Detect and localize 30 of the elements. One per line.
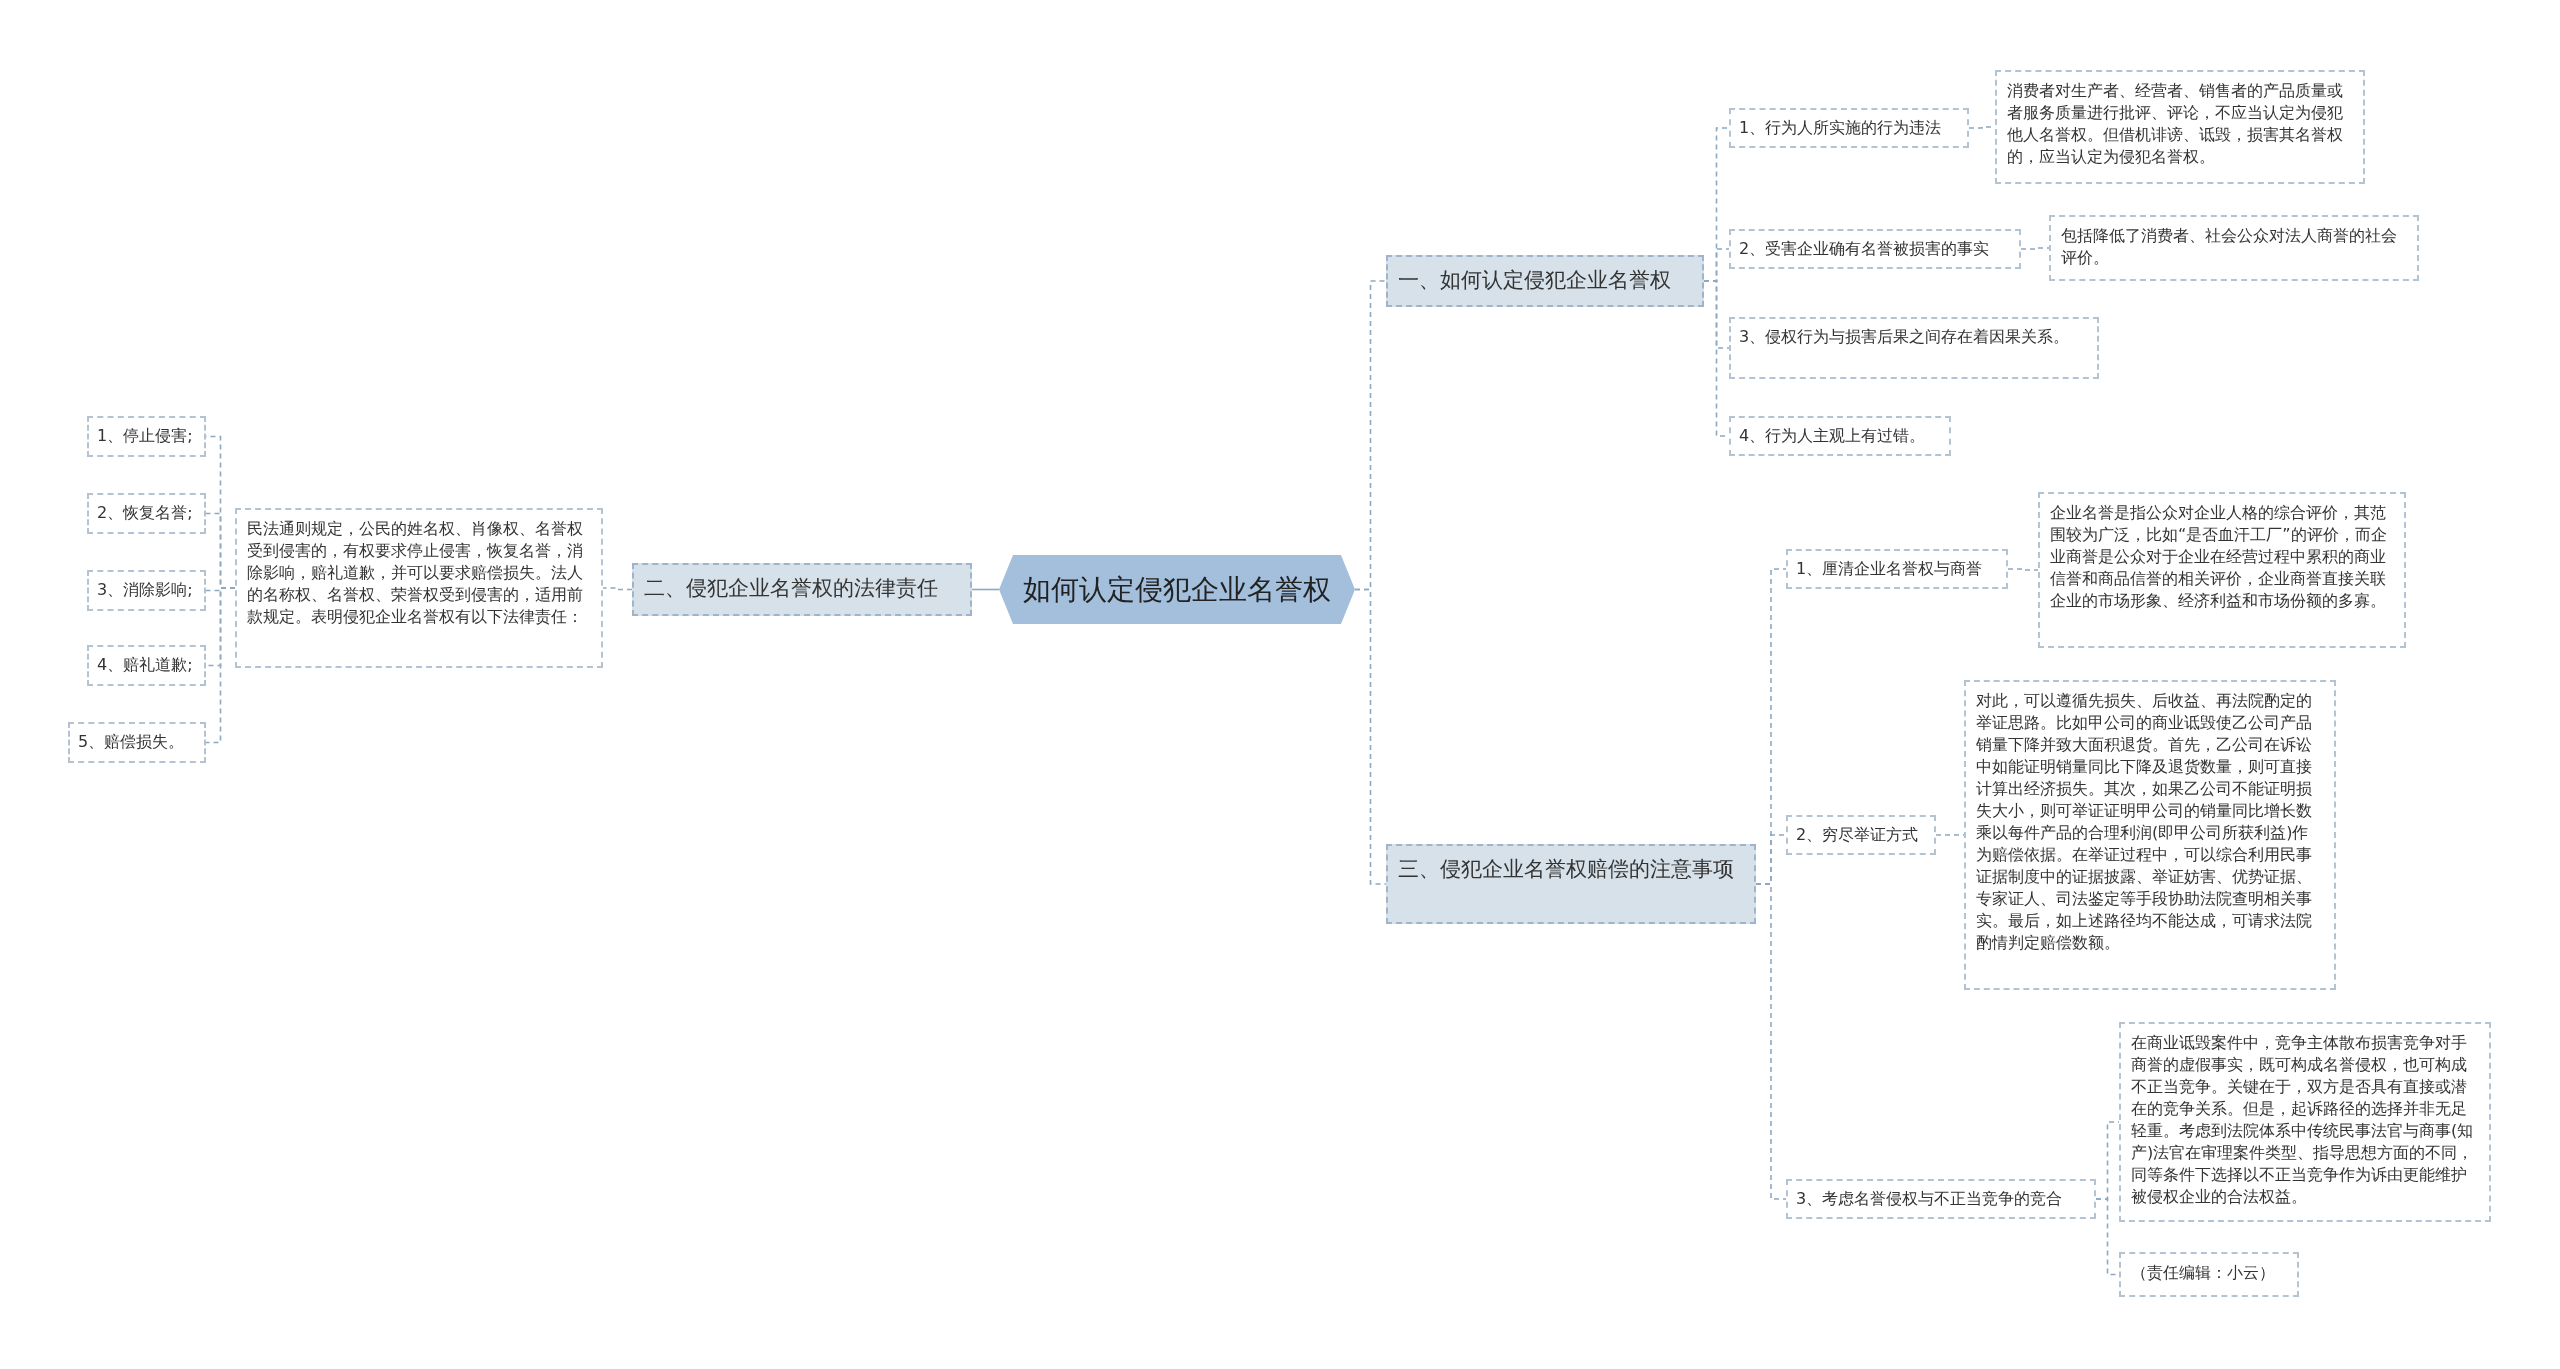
note-box: 在商业诋毁案件中，竞争主体散布损害竞争对手商誉的虚假事实，既可构成名誉侵权，也可构成不正当竞争。关键在于，双方是否具有直接或潜在的竞争关系。但是，起诉路径的选择并非无足轻重。考虑到法院体系中传统民事法官与商事(知产)法官在审理案件类型、指导思想方面的不同，同等条件下选择以不正当竞争作为诉由更能维护被侵权企业的合法权益。: [2119, 1022, 2491, 1222]
note-box: 消费者对生产者、经营者、销售者的产品质量或者服务质量进行批评、评论，不应当认定为侵犯他人名誉权。但借机诽谤、诋毁，损害其名誉权的，应当认定为侵犯名誉权。: [1995, 70, 2365, 184]
note-box: （责任编辑：小云）: [2119, 1252, 2299, 1297]
connector-line: [1755, 883, 1787, 1200]
subtopic-box: 4、赔礼道歉;: [87, 645, 206, 686]
subtopic-box: 2、穷尽举证方式: [1786, 815, 1936, 855]
note-box: 包括降低了消费者、社会公众对法人商誉的社会评价。: [2049, 215, 2419, 281]
subtopic-box: 5、赔偿损失。: [68, 722, 206, 763]
subtopic-box: 4、行为人主观上有过错。: [1729, 416, 1951, 456]
subtopic-box: 2、恢复名誉;: [87, 493, 206, 534]
connector-line: [2007, 568, 2039, 571]
note-box: 企业名誉是指公众对企业人格的综合评价，其范围较为广泛，比如“是否血汗工厂”的评价，而企业商誉是公众对于企业在经营过程中累积的商业信誉和商品信誉的相关评价，企业商誉直接关联企业的市场形象、经济利益和市场份额的多寡。: [2038, 492, 2406, 648]
note-box: 对此，可以遵循先损失、后收益、再法院酌定的举证思路。比如甲公司的商业诋毁使乙公司产品销量下降并致大面积退货。首先，乙公司在诉讼中如能证明销量同比下降及退货数量，则可直接计算出经济损失。其次，如果乙公司不能证明损失大小，则可举证证明甲公司的销量同比增长数乘以每件产品的合理利润(即甲公司所获利益)作为赔偿依据。在举证过程中，可以综合利用民事证据制度中的证据披露、举证妨害、优势证据、专家证人、司法鉴定等手段协助法院查明相关事实。最后，如上述路径均不能达成，可请求法院酌情判定赔偿数额。: [1964, 680, 2336, 990]
subtopic-box: 3、考虑名誉侵权与不正当竞争的竞合: [1786, 1179, 2096, 1219]
topic-box: 三、侵犯企业名誉权赔偿的注意事项: [1386, 844, 1756, 924]
connector-line: [2020, 247, 2050, 250]
subtopic-box: 3、消除影响;: [87, 570, 206, 611]
central-topic: 如何认定侵犯企业名誉权: [999, 555, 1355, 624]
connector-line: [602, 587, 633, 591]
subtopic-box: 1、厘清企业名誉权与商誉: [1786, 549, 2008, 589]
topic-box: 一、如何认定侵犯企业名誉权: [1386, 255, 1704, 307]
connector-line: [971, 588, 1000, 591]
subtopic-box: 1、行为人所实施的行为违法: [1729, 108, 1969, 148]
connector-line: [205, 587, 236, 744]
subtopic-box: 1、停止侵害;: [87, 416, 206, 457]
subtopic-box: 2、受害企业确有名誉被损害的事实: [1729, 229, 2021, 269]
note-box: 民法通则规定，公民的姓名权、肖像权、名誉权受到侵害的，有权要求停止侵害，恢复名誉，消除影响，赔礼道歉，并可以要求赔偿损失。法人的名称权、名誉权、荣誉权受到侵害的，适用前款规定。表明侵犯企业名誉权有以下法律责任：: [235, 508, 603, 668]
connector-line: [1354, 588, 1387, 885]
topic-box: 二、侵犯企业名誉权的法律责任: [632, 563, 972, 616]
subtopic-box: 3、侵权行为与损害后果之间存在着因果关系。: [1729, 317, 2099, 379]
